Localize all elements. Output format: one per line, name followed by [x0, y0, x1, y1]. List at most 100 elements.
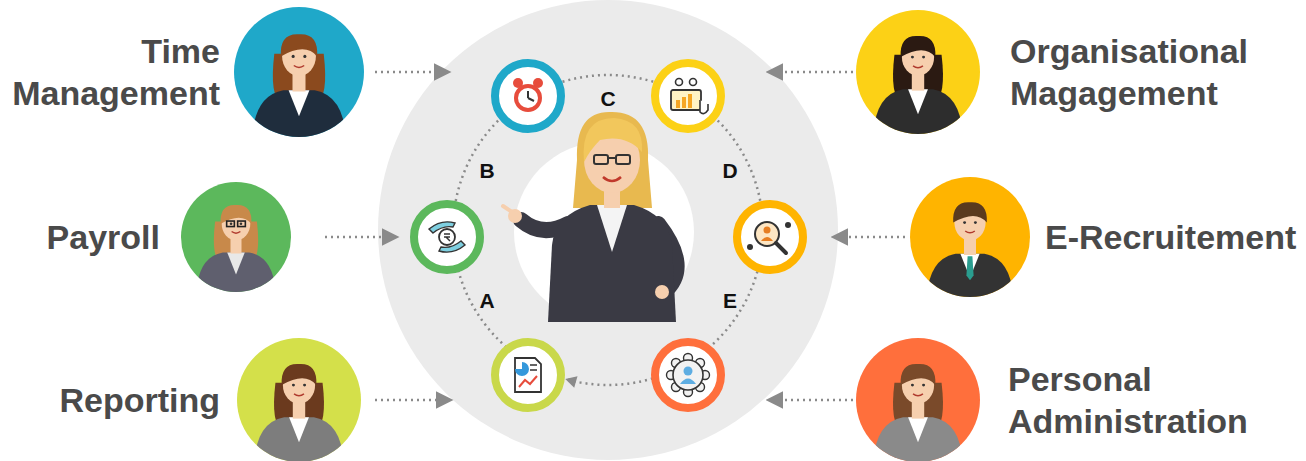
person-node: Payroll: [10, 182, 291, 292]
person-node: Time Management: [4, 7, 364, 137]
presenter-mouth: [603, 177, 621, 181]
module-icon: [414, 204, 480, 270]
ring-arrowhead: [565, 376, 577, 388]
module-label: Personal Administration: [1008, 358, 1263, 443]
step-letter: D: [722, 160, 737, 181]
person-eye: [303, 384, 306, 387]
person-hair-top: [281, 34, 318, 56]
person-mouth: [913, 66, 923, 68]
person-mouth: [294, 66, 304, 68]
person: [254, 364, 343, 461]
icon-ring: [655, 63, 721, 129]
user-head: [764, 227, 771, 234]
magnifier-handle: [776, 243, 786, 253]
document: [515, 358, 541, 392]
clock-hands: [528, 91, 534, 101]
person-eye: [292, 384, 295, 387]
person-eye: [292, 55, 295, 58]
person-eye: [240, 222, 243, 225]
person-body: [873, 417, 962, 461]
person-body: [196, 252, 275, 292]
presenter-glasses: [608, 157, 616, 159]
presenter-glasses: [594, 155, 608, 164]
hand: [429, 222, 455, 233]
person-mouth: [232, 232, 241, 234]
line-chart: [519, 376, 537, 387]
person-glasses: [227, 221, 235, 227]
presenter-bangs: [584, 118, 643, 162]
person-eye: [303, 55, 306, 58]
icon-ring: [495, 63, 561, 129]
presenter-figure: [503, 112, 677, 322]
person: [927, 202, 1013, 297]
coin: [439, 229, 455, 245]
user-head: [676, 79, 683, 86]
module-icon: [655, 63, 721, 129]
gear-body: [673, 360, 703, 390]
doc-lines: [530, 365, 537, 370]
person-figure: [910, 177, 1030, 297]
clock-face: [514, 84, 542, 112]
person-shirt: [908, 417, 928, 442]
person-eye: [230, 222, 233, 225]
person-figure: [181, 182, 291, 292]
person-tie: [966, 256, 973, 280]
person-figure: [856, 338, 980, 461]
clock-face: [518, 88, 538, 108]
module-icon: [495, 342, 561, 408]
dotted-arrow: [769, 71, 853, 74]
step-letter: E: [723, 290, 737, 311]
user-head: [747, 244, 753, 250]
person-hair-top: [953, 202, 987, 222]
user-head: [690, 79, 697, 86]
dotted-arrow: [325, 236, 396, 239]
dotted-arrow: [375, 71, 448, 74]
module-label: Time Management: [4, 30, 220, 115]
person-shirt: [908, 89, 928, 114]
person-shirt: [227, 252, 245, 274]
pointer-hand: [700, 100, 708, 114]
person-figure: [237, 338, 361, 461]
presenter-body: [548, 205, 676, 322]
cycle-ring: [453, 75, 763, 385]
user-body: [761, 237, 773, 241]
person-body: [927, 254, 1013, 297]
presenter-shirt: [597, 205, 627, 252]
icon-ring: [495, 342, 561, 408]
presenter-hand: [655, 285, 669, 299]
person-figure: [234, 7, 364, 137]
person-node: E-Recruitement: [910, 177, 1306, 297]
person: [252, 34, 346, 137]
module-label: Organisational Magagement: [1010, 30, 1265, 115]
chart-bar: [676, 100, 680, 108]
person-mouth: [965, 231, 975, 233]
step-letter: B: [479, 160, 494, 181]
monitor: [671, 90, 701, 110]
person-shirt: [289, 90, 310, 116]
outer-disc: [378, 0, 838, 460]
module-icon: [737, 204, 803, 270]
user-head: [684, 367, 693, 376]
person: [873, 36, 962, 134]
icon-ring: [655, 342, 721, 408]
user-body: [680, 379, 696, 385]
module-label: Reporting: [20, 379, 220, 422]
person-hair-top: [901, 36, 936, 57]
dotted-arrow: [375, 399, 450, 402]
step-letter: C: [600, 88, 615, 109]
person-eye: [922, 384, 925, 387]
person-hair-top: [282, 364, 317, 385]
hand: [439, 241, 465, 252]
icon-ring: [737, 204, 803, 270]
module-icon: [495, 63, 561, 129]
person-body: [873, 89, 962, 134]
dotted-arrow: [769, 399, 853, 402]
step-letter: A: [479, 290, 494, 311]
module-label: Payroll: [10, 216, 160, 259]
chart-bar: [682, 97, 686, 108]
person-shirt: [289, 417, 309, 442]
person-body: [252, 90, 346, 137]
person-mouth: [913, 394, 923, 396]
person-hair-top: [221, 205, 252, 224]
